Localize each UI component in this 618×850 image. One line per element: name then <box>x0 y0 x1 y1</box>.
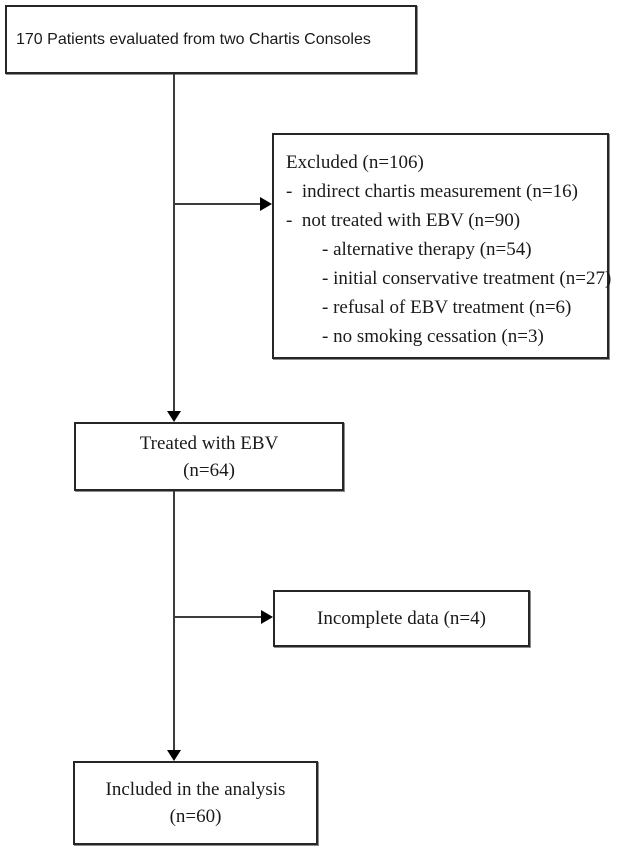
excluded-item: - not treated with EBV (n=90) <box>286 210 521 231</box>
flow-node-evaluated: 170 Patients evaluated from two Chartis … <box>5 5 417 74</box>
excluded-subitem: - refusal of EBV treatment (n=6) <box>322 297 572 318</box>
arrowhead-down-included-icon <box>167 750 181 761</box>
flow-node-evaluated-label: 170 Patients evaluated from two Chartis … <box>16 30 371 48</box>
connector-evaluated-to-treated <box>173 74 175 414</box>
flow-node-included-count: (n=60) <box>169 806 222 827</box>
excluded-subitem: - no smoking cessation (n=3) <box>322 326 544 347</box>
flow-node-excluded: Excluded (n=106) - indirect chartis meas… <box>272 133 612 359</box>
arrowhead-right-excluded-icon <box>260 197 272 211</box>
arrowhead-right-incomplete-icon <box>261 610 273 624</box>
flow-node-treated-count: (n=64) <box>183 459 235 481</box>
connector-treated-to-included <box>173 491 175 753</box>
arrowhead-down-treated-icon <box>167 411 181 422</box>
flow-node-included-label: Included in the analysis <box>105 779 286 800</box>
excluded-subitem: - alternative therapy (n=54) <box>322 239 532 260</box>
excluded-item: - indirect chartis measurement (n=16) <box>286 181 578 202</box>
flow-node-treated: Treated with EBV (n=64) <box>74 422 344 491</box>
flow-node-incomplete: Incomplete data (n=4) <box>273 590 530 647</box>
flow-node-incomplete-label: Incomplete data (n=4) <box>317 608 486 629</box>
flow-node-included: Included in the analysis (n=60) <box>73 761 318 845</box>
connector-branch-to-incomplete <box>173 616 262 618</box>
excluded-title: Excluded (n=106) <box>286 152 424 173</box>
connector-branch-to-excluded <box>173 203 262 205</box>
excluded-subitem: - initial conservative treatment (n=27) <box>322 268 612 289</box>
flow-node-treated-label: Treated with EBV <box>139 432 279 454</box>
